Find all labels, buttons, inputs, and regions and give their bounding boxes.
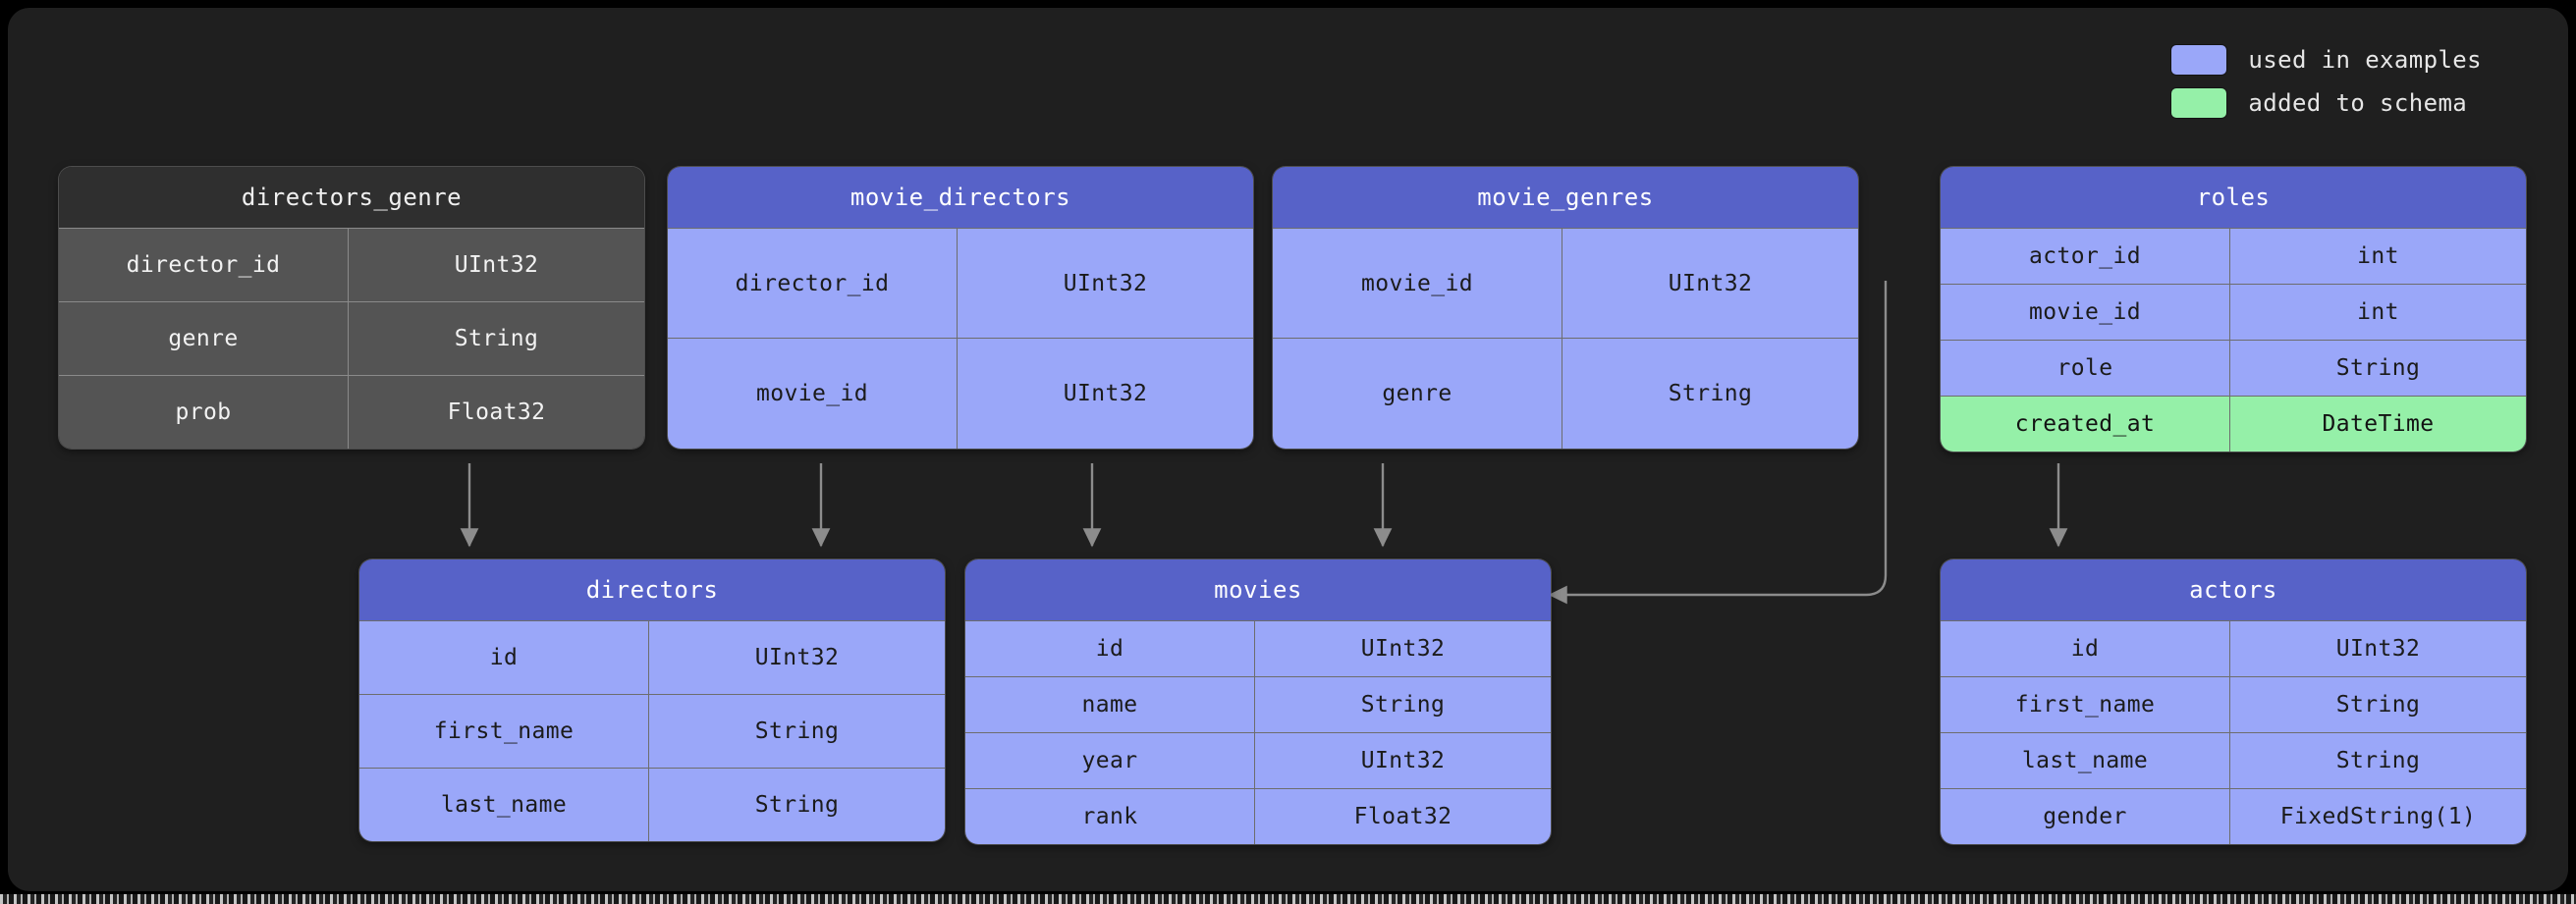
column-name-cell: last_name	[1941, 732, 2231, 788]
column-name-cell: first_name	[359, 694, 650, 768]
column-type-cell: String	[2230, 732, 2526, 788]
table-row[interactable]: actor_id int	[1941, 228, 2526, 284]
column-type-cell: UInt32	[1255, 620, 1551, 676]
table-title-directors_genre: directors_genre	[59, 167, 644, 228]
column-type-cell: String	[2230, 676, 2526, 732]
table-directors_genre[interactable]: directors_genre director_id UInt32 genre…	[59, 167, 644, 449]
column-name-cell: gender	[1941, 788, 2231, 844]
table-row[interactable]: director_id UInt32	[668, 228, 1253, 338]
column-type-cell: UInt32	[649, 620, 945, 694]
table-title-movie_directors: movie_directors	[668, 167, 1253, 228]
column-name-cell: name	[965, 676, 1256, 732]
column-name-cell: prob	[59, 375, 350, 449]
column-name-cell: genre	[59, 301, 350, 375]
column-type-cell: int	[2230, 284, 2526, 340]
column-name-cell: genre	[1273, 338, 1563, 449]
legend-item-used-in-examples: used in examples	[2171, 45, 2482, 75]
column-type-cell: UInt32	[958, 228, 1253, 338]
table-row[interactable]: year UInt32	[965, 732, 1551, 788]
column-name-cell: movie_id	[668, 338, 959, 449]
column-type-cell: String	[1255, 676, 1551, 732]
diagram-canvas: used in examples added to schema directo…	[8, 8, 2568, 891]
table-actors[interactable]: actors id UInt32 first_name String last_…	[1941, 559, 2526, 844]
column-type-cell: DateTime	[2230, 396, 2526, 452]
column-type-cell: String	[1562, 338, 1858, 449]
green-swatch-icon	[2171, 88, 2227, 118]
column-name-cell: id	[1941, 620, 2231, 676]
column-name-cell: id	[359, 620, 650, 694]
table-row[interactable]: genre String	[59, 301, 644, 375]
column-name-cell: movie_id	[1273, 228, 1563, 338]
column-name-cell: id	[965, 620, 1256, 676]
table-title-movie_genres: movie_genres	[1273, 167, 1858, 228]
column-name-cell: first_name	[1941, 676, 2231, 732]
table-row[interactable]: first_name String	[1941, 676, 2526, 732]
table-row[interactable]: movie_id UInt32	[1273, 228, 1858, 338]
column-name-cell: director_id	[59, 228, 350, 301]
table-title-roles: roles	[1941, 167, 2526, 228]
column-type-cell: String	[349, 301, 644, 375]
table-row[interactable]: movie_id int	[1941, 284, 2526, 340]
column-type-cell: Float32	[1255, 788, 1551, 844]
column-type-cell: String	[649, 694, 945, 768]
column-type-cell: FixedString(1)	[2230, 788, 2526, 844]
table-row[interactable]: id UInt32	[359, 620, 945, 694]
table-row[interactable]: last_name String	[1941, 732, 2526, 788]
table-row[interactable]: movie_id UInt32	[668, 338, 1253, 449]
table-row[interactable]: id UInt32	[965, 620, 1551, 676]
column-type-cell: UInt32	[1255, 732, 1551, 788]
table-row[interactable]: id UInt32	[1941, 620, 2526, 676]
column-type-cell: UInt32	[958, 338, 1253, 449]
legend: used in examples added to schema	[2171, 45, 2482, 118]
table-row[interactable]: first_name String	[359, 694, 945, 768]
table-movie_genres[interactable]: movie_genres movie_id UInt32 genre Strin…	[1273, 167, 1858, 449]
table-title-movies: movies	[965, 559, 1551, 620]
table-roles[interactable]: roles actor_id int movie_id int role Str…	[1941, 167, 2526, 452]
table-directors[interactable]: directors id UInt32 first_name String la…	[359, 559, 945, 841]
table-title-directors: directors	[359, 559, 945, 620]
column-type-cell: int	[2230, 228, 2526, 284]
column-name-cell: created_at	[1941, 396, 2231, 452]
column-type-cell: UInt32	[2230, 620, 2526, 676]
column-name-cell: role	[1941, 340, 2231, 396]
blue-swatch-icon	[2171, 45, 2227, 75]
table-row[interactable]: last_name String	[359, 768, 945, 841]
column-name-cell: movie_id	[1941, 284, 2231, 340]
table-row[interactable]: prob Float32	[59, 375, 644, 449]
table-title-actors: actors	[1941, 559, 2526, 620]
column-type-cell: UInt32	[349, 228, 644, 301]
column-name-cell: actor_id	[1941, 228, 2231, 284]
table-row[interactable]: rank Float32	[965, 788, 1551, 844]
legend-item-added-to-schema: added to schema	[2171, 88, 2482, 118]
column-name-cell: director_id	[668, 228, 959, 338]
column-name-cell: year	[965, 732, 1256, 788]
table-row[interactable]: genre String	[1273, 338, 1858, 449]
column-type-cell: String	[2230, 340, 2526, 396]
legend-label-used-in-examples: used in examples	[2248, 46, 2482, 74]
table-row[interactable]: name String	[965, 676, 1551, 732]
table-row-added[interactable]: created_at DateTime	[1941, 396, 2526, 452]
table-row[interactable]: gender FixedString(1)	[1941, 788, 2526, 844]
table-row[interactable]: role String	[1941, 340, 2526, 396]
column-name-cell: rank	[965, 788, 1256, 844]
column-type-cell: UInt32	[1562, 228, 1858, 338]
column-name-cell: last_name	[359, 768, 650, 841]
page-edge-sliver	[0, 894, 2576, 904]
column-type-cell: Float32	[349, 375, 644, 449]
table-movie_directors[interactable]: movie_directors director_id UInt32 movie…	[668, 167, 1253, 449]
table-movies[interactable]: movies id UInt32 name String year UInt32…	[965, 559, 1551, 844]
legend-label-added-to-schema: added to schema	[2248, 89, 2468, 117]
table-row[interactable]: director_id UInt32	[59, 228, 644, 301]
column-type-cell: String	[649, 768, 945, 841]
